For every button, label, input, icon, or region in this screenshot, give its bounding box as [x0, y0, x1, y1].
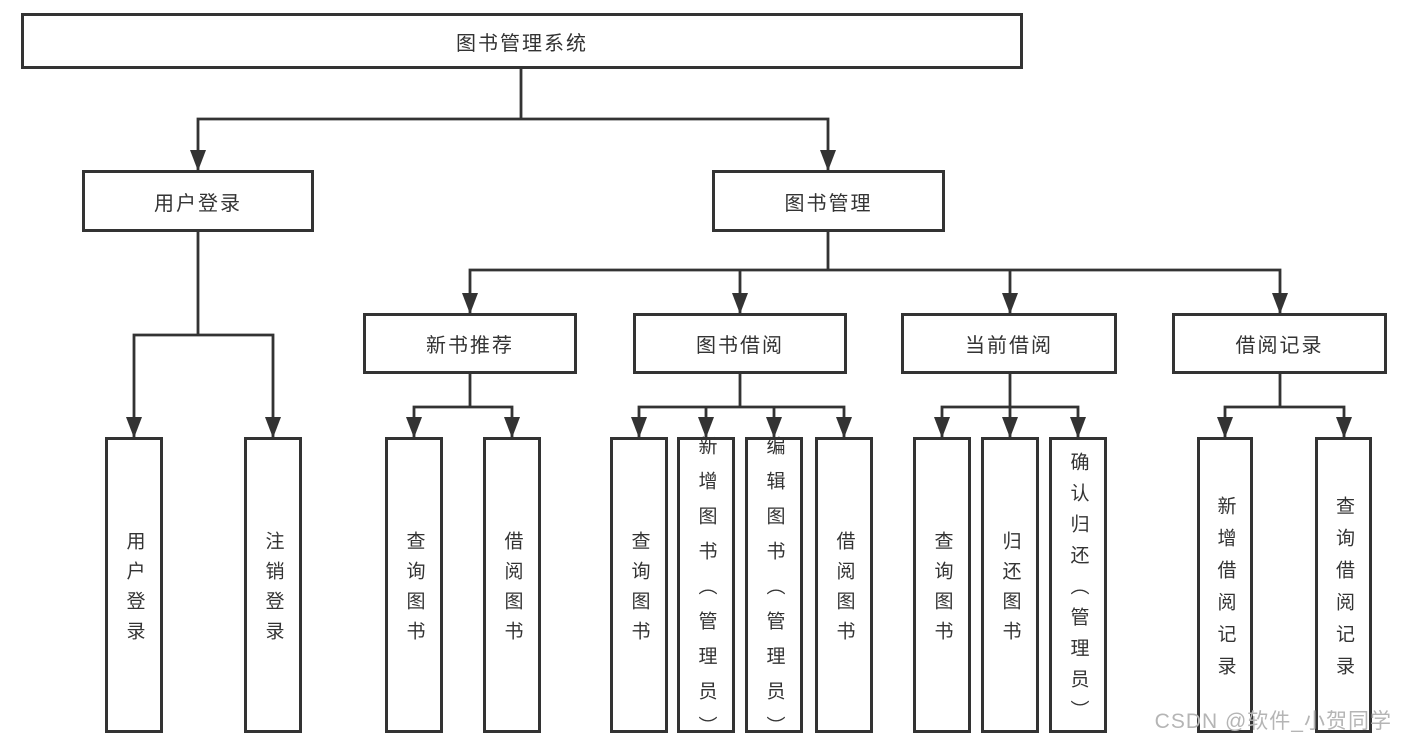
connector-bookmgmt-bar — [468, 268, 1282, 313]
connector-userlogin-bar — [132, 333, 275, 437]
arrow-down-icon — [836, 417, 852, 438]
arrow-down-icon — [820, 150, 836, 171]
node-book-borrow: 图书借阅 — [633, 313, 847, 374]
leaf-borrow-edit-books-admin-label: 编辑图书（管理员） — [763, 435, 785, 747]
arrow-down-icon — [190, 150, 206, 171]
node-user-login: 用户登录 — [82, 170, 314, 232]
leaf-recommend-borrow-books-label: 借阅图书 — [501, 530, 523, 651]
arrow-down-icon — [766, 417, 782, 438]
leaf-borrow-borrow-books: 借阅图书 — [815, 437, 873, 733]
arrow-down-icon — [1002, 417, 1018, 438]
leaf-borrow-edit-books-admin: 编辑图书（管理员） — [745, 436, 803, 747]
arrow-down-icon — [698, 417, 714, 438]
node-root-label: 图书管理系统 — [456, 32, 588, 55]
leaf-current-query-books: 查询图书 — [913, 437, 971, 733]
node-user-login-label: 用户登录 — [154, 192, 242, 215]
arrow-down-icon — [1070, 417, 1086, 438]
connector-root-bar — [196, 117, 830, 170]
leaf-current-query-books-label: 查询图书 — [931, 530, 953, 651]
arrow-down-icon — [265, 417, 281, 438]
arrow-down-icon — [934, 417, 950, 438]
leaf-borrow-add-books-admin: 新增图书（管理员） — [677, 436, 735, 747]
leaf-record-add: 新增借阅记录 — [1197, 437, 1253, 733]
leaf-record-query: 查询借阅记录 — [1315, 437, 1372, 733]
leaf-user-login-label: 用户登录 — [123, 530, 145, 651]
leaf-current-confirm-return-admin: 确认归还（管理员） — [1049, 437, 1107, 733]
connector-record-bar — [1223, 405, 1346, 437]
watermark: CSDN @软件_小贺同学 — [1154, 710, 1392, 733]
arrow-down-icon — [406, 417, 422, 438]
node-new-book-recommend: 新书推荐 — [363, 313, 577, 374]
arrow-down-icon — [1272, 293, 1288, 314]
arrow-down-icon — [126, 417, 142, 438]
leaf-user-login: 用户登录 — [105, 437, 163, 733]
node-new-book-recommend-label: 新书推荐 — [426, 335, 514, 357]
leaf-logout-label: 注销登录 — [262, 530, 284, 651]
leaf-borrow-query-books: 查询图书 — [610, 437, 668, 733]
leaf-borrow-borrow-books-label: 借阅图书 — [833, 530, 855, 651]
leaf-current-return-books-label: 归还图书 — [999, 530, 1021, 651]
node-current-borrow-label: 当前借阅 — [965, 335, 1053, 357]
arrow-down-icon — [504, 417, 520, 438]
connector-newbook-bar — [412, 405, 514, 437]
node-book-management-label: 图书管理 — [784, 192, 873, 215]
node-root: 图书管理系统 — [21, 13, 1023, 69]
leaf-recommend-query-books-label: 查询图书 — [403, 530, 425, 651]
node-borrow-records: 借阅记录 — [1172, 313, 1387, 374]
leaf-borrow-add-books-admin-label: 新增图书（管理员） — [695, 435, 717, 747]
node-book-borrow-label: 图书借阅 — [696, 335, 784, 357]
arrow-down-icon — [1217, 417, 1233, 438]
leaf-borrow-query-books-label: 查询图书 — [628, 530, 650, 651]
leaf-record-add-label: 新增借阅记录 — [1214, 495, 1236, 688]
arrow-down-icon — [1336, 417, 1352, 438]
arrow-down-icon — [732, 293, 748, 314]
node-book-management: 图书管理 — [712, 170, 945, 232]
connector-borrow-bar — [637, 405, 846, 437]
arrow-down-icon — [631, 417, 647, 438]
leaf-current-return-books: 归还图书 — [981, 437, 1039, 733]
leaf-recommend-query-books: 查询图书 — [385, 437, 443, 733]
leaf-logout: 注销登录 — [244, 437, 302, 733]
leaf-record-query-label: 查询借阅记录 — [1333, 495, 1354, 688]
leaf-current-confirm-return-admin-label: 确认归还（管理员） — [1067, 451, 1089, 731]
leaf-recommend-borrow-books: 借阅图书 — [483, 437, 541, 733]
arrow-down-icon — [462, 293, 478, 314]
node-current-borrow: 当前借阅 — [901, 313, 1117, 374]
node-borrow-records-label: 借阅记录 — [1235, 335, 1324, 357]
arrow-down-icon — [1002, 293, 1018, 314]
